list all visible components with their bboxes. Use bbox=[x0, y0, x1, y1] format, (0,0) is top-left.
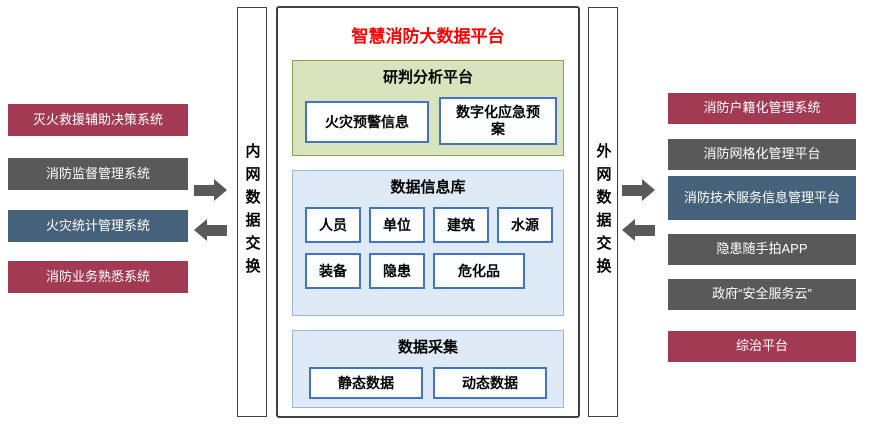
left-outbound-arrow-icon bbox=[194, 219, 227, 241]
right-system-government-safety-cloud: 政府“安全服务云” bbox=[668, 279, 856, 310]
database-section: 数据信息库 人员 单位 建筑 水源 装备 隐患 危化品 bbox=[292, 170, 564, 316]
intranet-data-exchange-bus: 内网数据交换 bbox=[237, 7, 267, 417]
database-item-hazardous-chemicals: 危化品 bbox=[433, 253, 525, 289]
database-item-building: 建筑 bbox=[433, 207, 489, 243]
arrow-head bbox=[622, 219, 635, 241]
left-system-fire-rescue-decision: 灭火救援辅助决策系统 bbox=[8, 104, 188, 136]
platform-title: 智慧消防大数据平台 bbox=[351, 27, 505, 46]
arrow-head bbox=[194, 219, 207, 241]
database-item-water-source: 水源 bbox=[497, 207, 553, 243]
collection-section: 数据采集 静态数据 动态数据 bbox=[292, 330, 564, 408]
analysis-section-title: 研判分析平台 bbox=[382, 69, 473, 86]
database-item-unit: 单位 bbox=[369, 207, 425, 243]
database-section-title: 数据信息库 bbox=[390, 179, 466, 196]
right-inbound-arrow-icon bbox=[622, 219, 655, 241]
database-item-hazard: 隐患 bbox=[369, 253, 425, 289]
right-outbound-arrow-icon bbox=[622, 179, 655, 201]
right-system-hazard-snapshot-app: 隐患随手拍APP bbox=[668, 234, 856, 265]
collection-item-static-data: 静态数据 bbox=[309, 367, 423, 399]
analysis-section: 研判分析平台 火灾预警信息 数字化应急预案 bbox=[292, 60, 564, 156]
extranet-data-exchange-bus: 外网数据交换 bbox=[588, 7, 618, 417]
arrow-head bbox=[214, 179, 227, 201]
right-system-grid-management: 消防网格化管理平台 bbox=[668, 139, 856, 170]
arrow-shaft bbox=[622, 184, 642, 196]
left-system-fire-supervision: 消防监督管理系统 bbox=[8, 158, 188, 190]
left-system-fire-statistics: 火灾统计管理系统 bbox=[8, 210, 188, 242]
left-system-fire-business: 消防业务熟悉系统 bbox=[8, 261, 188, 293]
arrow-head bbox=[642, 179, 655, 201]
analysis-item-fire-warning: 火灾预警信息 bbox=[305, 101, 429, 143]
collection-section-title: 数据采集 bbox=[397, 339, 458, 356]
arrow-shaft bbox=[635, 224, 655, 236]
arrow-shaft bbox=[207, 224, 227, 236]
arrow-shaft bbox=[194, 184, 214, 196]
database-item-equipment: 装备 bbox=[305, 253, 361, 289]
left-inbound-arrow-icon bbox=[194, 179, 227, 201]
right-system-household-registration: 消防户籍化管理系统 bbox=[668, 93, 856, 124]
right-system-comprehensive-governance: 综治平台 bbox=[668, 331, 856, 362]
database-item-personnel: 人员 bbox=[305, 207, 361, 243]
platform-panel: 智慧消防大数据平台 研判分析平台 火灾预警信息 数字化应急预案 数据信息库 人员… bbox=[276, 6, 580, 418]
analysis-item-digital-emergency-plan: 数字化应急预案 bbox=[439, 97, 557, 145]
right-system-technical-service-info: 消防技术服务信息管理平台 bbox=[668, 176, 856, 220]
collection-item-dynamic-data: 动态数据 bbox=[433, 367, 547, 399]
